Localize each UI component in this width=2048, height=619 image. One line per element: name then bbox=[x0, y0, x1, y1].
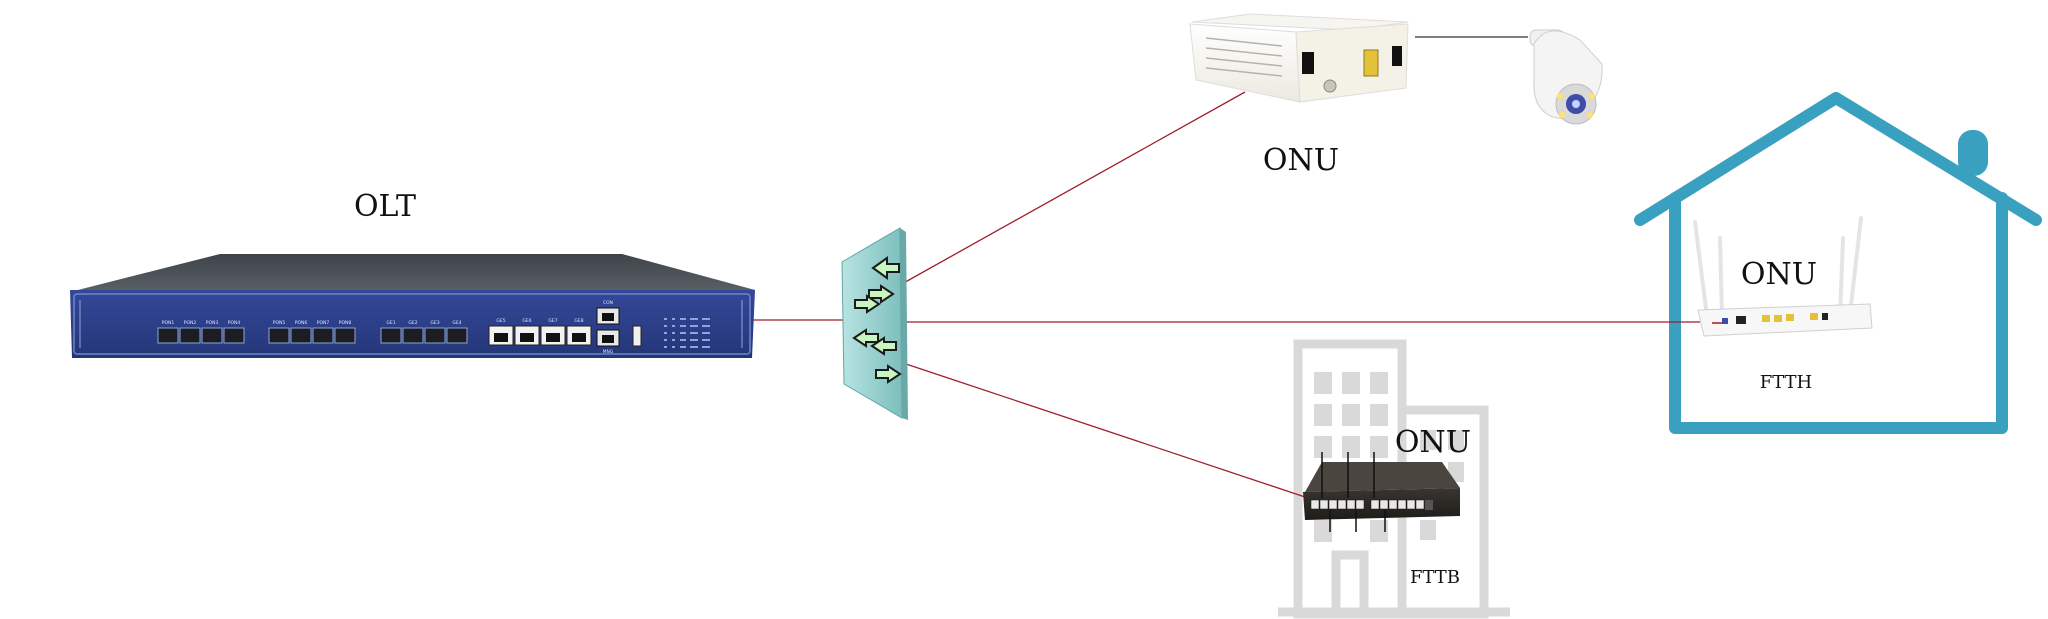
ge-sfp-port-1 bbox=[380, 327, 402, 344]
ge-sfp-port-2 bbox=[402, 327, 424, 344]
pon-port-1 bbox=[157, 327, 179, 344]
olt-status-leds bbox=[664, 318, 710, 348]
ge-rj45-port-label: GE5 bbox=[496, 318, 505, 324]
house-illustration bbox=[1634, 92, 2042, 434]
pon-port-8 bbox=[334, 327, 356, 344]
switch-port bbox=[1337, 499, 1347, 510]
onu-fiber-port-icon bbox=[1302, 52, 1314, 74]
pon-port-label: PON3 bbox=[206, 320, 219, 326]
onu-building-switch bbox=[1303, 452, 1460, 532]
ge-sfp-port-label: GE1 bbox=[386, 320, 395, 326]
usb-port-icon bbox=[632, 325, 642, 347]
olt-ge-sfp-ports: GE1 GE2 GE3 GE4 bbox=[380, 320, 468, 344]
ge-sfp-port-label: GE4 bbox=[452, 320, 461, 326]
label-olt: OLT bbox=[354, 189, 416, 224]
switch-port bbox=[1370, 499, 1380, 510]
onu-top-device bbox=[1189, 13, 1409, 103]
ge-sfp-port-label: GE3 bbox=[430, 320, 439, 326]
pon-port-6 bbox=[290, 327, 312, 344]
label-onu-home: ONU bbox=[1741, 257, 1817, 292]
ge-rj45-socket bbox=[494, 333, 508, 342]
ge-rj45-port-label: GE6 bbox=[522, 318, 531, 324]
fiber-splitter-to-onu-building bbox=[899, 361, 1306, 498]
switch-port bbox=[1319, 499, 1329, 510]
ge-sfp-port-label: GE2 bbox=[408, 320, 417, 326]
olt-mgmt-label: MNG bbox=[603, 349, 614, 355]
olt-console-mgmt: CON MNG bbox=[596, 300, 642, 355]
switch-port bbox=[1397, 499, 1407, 510]
pon-port-2 bbox=[179, 327, 201, 344]
pon-port-label: PON4 bbox=[228, 320, 241, 326]
pon-port-label: PON7 bbox=[317, 320, 330, 326]
fiber-splitter-to-onu-top bbox=[899, 91, 1246, 286]
ge-rj45-port-label: GE7 bbox=[548, 318, 557, 324]
switch-port bbox=[1346, 499, 1356, 510]
pon-port-label: PON8 bbox=[339, 320, 352, 326]
switch-port bbox=[1415, 499, 1425, 510]
switch-port bbox=[1328, 499, 1338, 510]
olt-console-label: CON bbox=[603, 300, 613, 306]
building-windows bbox=[1314, 372, 1464, 542]
ip-camera-icon bbox=[1529, 29, 1603, 125]
ge-sfp-port-3 bbox=[424, 327, 446, 344]
pon-port-3 bbox=[201, 327, 223, 344]
switch-port bbox=[1388, 499, 1398, 510]
ge-rj45-socket bbox=[546, 333, 560, 342]
pon-port-label: PON1 bbox=[162, 320, 175, 326]
onu-home-router bbox=[1693, 216, 1873, 337]
pon-port-label: PON2 bbox=[184, 320, 197, 326]
olt-ge-rj45-ports: GE5 GE6 GE7 GE8 bbox=[488, 318, 592, 346]
onu-lan-port-icon bbox=[1363, 49, 1379, 77]
label-ftth: FTTH bbox=[1760, 372, 1813, 393]
switch-port bbox=[1355, 499, 1365, 510]
label-onu-building: ONU bbox=[1395, 425, 1471, 460]
ge-rj45-socket bbox=[572, 333, 586, 342]
house-chimney bbox=[1958, 130, 1988, 176]
pon-port-4 bbox=[223, 327, 245, 344]
label-onu-top: ONU bbox=[1263, 143, 1339, 178]
pon-port-label: PON6 bbox=[295, 320, 308, 326]
switch-port bbox=[1406, 499, 1416, 510]
ge-sfp-port-4 bbox=[446, 327, 468, 344]
onu-power-port-icon bbox=[1323, 79, 1337, 93]
splitter-arrows-icon bbox=[852, 256, 902, 384]
label-fttb: FTTB bbox=[1410, 567, 1460, 588]
ge-rj45-port-label: GE8 bbox=[574, 318, 583, 324]
pon-port-7 bbox=[312, 327, 334, 344]
onu-lan2-port-icon bbox=[1392, 46, 1402, 66]
optical-splitter bbox=[841, 227, 908, 420]
switch-port bbox=[1310, 499, 1320, 510]
switch-port bbox=[1379, 499, 1389, 510]
ge-rj45-socket bbox=[520, 333, 534, 342]
olt-pon-ports: PON1 PON2 PON3 PON4 PON5 PON6 PON7 PON8 bbox=[157, 320, 356, 344]
pon-port-5 bbox=[268, 327, 290, 344]
fiber-lines bbox=[752, 91, 1700, 498]
pon-port-label: PON5 bbox=[273, 320, 286, 326]
